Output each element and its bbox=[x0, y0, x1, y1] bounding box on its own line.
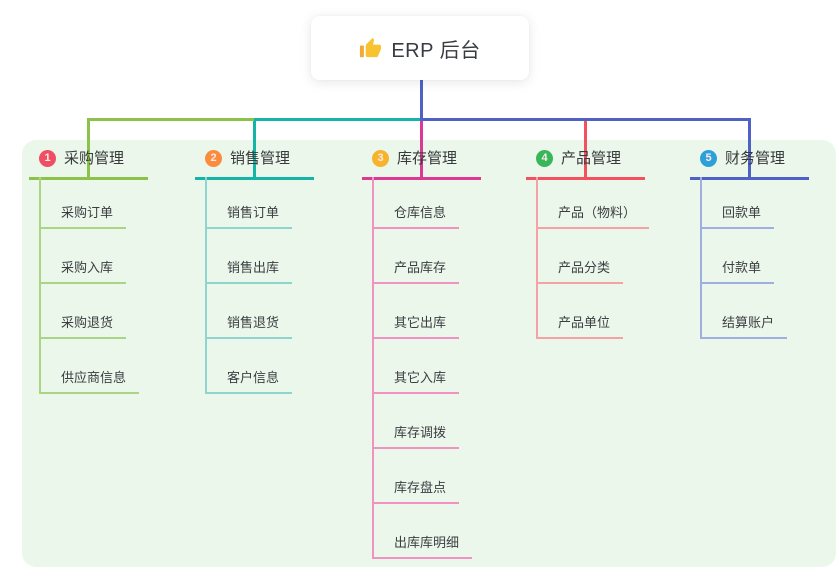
branch-drop-line bbox=[86, 118, 90, 177]
child-node[interactable]: 产品库存 bbox=[374, 229, 460, 284]
branch-number-badge: 2 bbox=[205, 150, 222, 167]
branch-drop-line bbox=[419, 118, 423, 177]
branch-node-1[interactable]: 1 采购管理 bbox=[29, 147, 149, 180]
bus-segment-green bbox=[86, 118, 254, 121]
child-node[interactable]: 其它入库 bbox=[374, 339, 460, 394]
branch-node-2[interactable]: 2 销售管理 bbox=[195, 147, 315, 180]
branch-children-4: 产品（物料）产品分类产品单位 bbox=[536, 177, 650, 339]
child-node[interactable]: 产品分类 bbox=[538, 229, 624, 284]
branch-label: 采购管理 bbox=[64, 150, 125, 167]
branch-drop-line bbox=[747, 118, 751, 177]
branch-children-1: 采购订单采购入库采购退货供应商信息 bbox=[39, 177, 140, 394]
branch-children-3: 仓库信息产品库存其它出库其它入库库存调拨库存盘点出库库明细 bbox=[372, 177, 473, 559]
branch-label: 销售管理 bbox=[230, 150, 291, 167]
child-node[interactable]: 库存调拨 bbox=[374, 394, 460, 449]
branch-label: 产品管理 bbox=[561, 150, 622, 167]
bus-segment-teal bbox=[254, 118, 421, 121]
bus-segment-blue bbox=[421, 118, 751, 121]
child-node[interactable]: 采购退货 bbox=[41, 284, 127, 339]
child-node[interactable]: 产品单位 bbox=[538, 284, 624, 339]
child-node[interactable]: 销售出库 bbox=[207, 229, 293, 284]
child-node[interactable]: 结算账户 bbox=[702, 284, 788, 339]
child-node[interactable]: 客户信息 bbox=[207, 339, 293, 394]
child-node[interactable]: 产品（物料） bbox=[538, 177, 650, 229]
child-node[interactable]: 供应商信息 bbox=[41, 339, 140, 394]
branch-drop-line bbox=[252, 118, 256, 177]
child-node[interactable]: 采购订单 bbox=[41, 177, 127, 229]
branch-label: 财务管理 bbox=[725, 150, 786, 167]
root-trunk-line bbox=[419, 80, 423, 121]
branch-children-5: 回款单付款单结算账户 bbox=[700, 177, 788, 339]
root-node-title: ERP 后台 bbox=[391, 39, 481, 62]
branch-number-badge: 5 bbox=[700, 150, 717, 167]
branch-node-5[interactable]: 5 财务管理 bbox=[690, 147, 810, 180]
branch-node-3[interactable]: 3 库存管理 bbox=[362, 147, 482, 180]
branch-label: 库存管理 bbox=[397, 150, 458, 167]
branch-children-2: 销售订单销售出库销售退货客户信息 bbox=[205, 177, 293, 394]
thumbs-up-icon bbox=[360, 37, 382, 57]
child-node[interactable]: 采购入库 bbox=[41, 229, 127, 284]
child-node[interactable]: 付款单 bbox=[702, 229, 775, 284]
root-node-erp[interactable]: ERP 后台 bbox=[311, 16, 529, 80]
child-node[interactable]: 回款单 bbox=[702, 177, 775, 229]
branch-number-badge: 4 bbox=[536, 150, 553, 167]
child-node[interactable]: 出库库明细 bbox=[374, 504, 473, 559]
child-node[interactable]: 销售退货 bbox=[207, 284, 293, 339]
child-node[interactable]: 销售订单 bbox=[207, 177, 293, 229]
branch-number-badge: 3 bbox=[372, 150, 389, 167]
branch-number-badge: 1 bbox=[39, 150, 56, 167]
child-node[interactable]: 库存盘点 bbox=[374, 449, 460, 504]
branch-drop-line bbox=[583, 118, 587, 177]
child-node[interactable]: 仓库信息 bbox=[374, 177, 460, 229]
branch-node-4[interactable]: 4 产品管理 bbox=[526, 147, 646, 180]
child-node[interactable]: 其它出库 bbox=[374, 284, 460, 339]
